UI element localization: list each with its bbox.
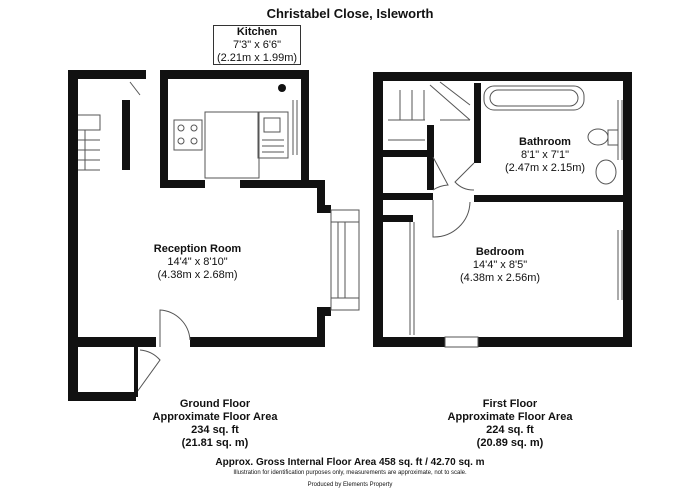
floor-area-sqft: 234 sq. ft: [191, 424, 239, 436]
bedroom-bottom-window: [444, 336, 479, 348]
stair-core-wall: [427, 125, 434, 190]
kitchen-label: Kitchen 7'3" x 6'6" (2.21m x 1.99m): [213, 26, 301, 65]
room-name: Reception Room: [153, 243, 242, 255]
ground-floor-caption: Ground Floor Approximate Floor Area 234 …: [130, 398, 300, 450]
producer-credit: Produced by Elements Property: [307, 482, 393, 488]
first-floor-walls: [373, 72, 632, 347]
porch-bottom-wall: [68, 392, 136, 401]
ground-window-top-wall: [317, 205, 331, 213]
bathroom-bottom-wall: [474, 195, 632, 202]
floor-name: Ground Floor: [179, 398, 251, 410]
bedroom-top-wall-left: [383, 215, 413, 222]
room-dimensions-metric: (2.47m x 2.15m): [504, 162, 586, 174]
room-name: Bedroom: [475, 246, 525, 258]
bathroom-door-icon: [454, 162, 475, 191]
basin-icon: [595, 159, 617, 185]
first-bottom-wall-right: [478, 337, 632, 347]
cupboard-door-icon: [432, 156, 449, 191]
room-dimensions-metric: (2.21m x 1.99m): [216, 52, 298, 64]
first-left-wall: [373, 72, 383, 347]
room-dimensions-imperial: 14'4" x 8'10": [167, 256, 228, 268]
hob-icon: [173, 119, 203, 151]
ground-bottom-wall-left: [68, 337, 156, 347]
reception-door-icon: [159, 309, 191, 347]
room-name: Bathroom: [519, 136, 571, 148]
bathroom-label: Bathroom 8'1" x 7'1" (2.47m x 2.15m): [495, 136, 595, 175]
cupboard-wall: [383, 193, 433, 200]
stair-wall: [122, 100, 130, 170]
ground-floor-walls: [68, 70, 331, 401]
floor-area-sqft: 224 sq. ft: [486, 424, 534, 436]
ground-left-wall: [68, 70, 78, 400]
kitchen-worktop: [204, 111, 260, 179]
ground-door-top: [129, 81, 141, 96]
sink-icon: [257, 111, 289, 159]
ground-bottom-wall: [190, 337, 325, 347]
reception-room-label: Reception Room 14'4" x 8'10" (4.38m x 2.…: [130, 243, 265, 282]
room-dimensions-imperial: 8'1" x 7'1": [520, 149, 570, 161]
room-dimensions-imperial: 7'3" x 6'6": [232, 39, 282, 51]
first-top-wall: [373, 72, 632, 81]
kitchen-left-wall: [160, 70, 168, 188]
kitchen-bottom-wall-right: [240, 180, 309, 188]
floor-name: First Floor: [482, 398, 538, 410]
porch-door-icon: [136, 349, 161, 393]
room-dimensions-metric: (4.38m x 2.56m): [459, 272, 541, 284]
gross-area-text: Approx. Gross Internal Floor Area 458 sq…: [215, 457, 485, 468]
bath-icon: [483, 85, 585, 111]
bedroom-label: Bedroom 14'4" x 8'5" (4.38m x 2.56m): [440, 246, 560, 285]
kitchen-bottom-wall-left: [160, 180, 205, 188]
first-floor-caption: First Floor Approximate Floor Area 224 s…: [425, 398, 595, 450]
kitchen-right-wall: [301, 70, 309, 185]
floor-area-sqm: (21.81 sq. m): [181, 437, 249, 449]
first-right-wall: [623, 72, 632, 347]
floor-area-label: Approximate Floor Area: [152, 411, 278, 423]
ground-lower-right-wall: [317, 307, 325, 347]
bathroom-left-wall: [474, 83, 481, 153]
first-bottom-wall-left: [373, 337, 445, 347]
ground-step-1: [301, 180, 325, 188]
bedroom-door-icon: [432, 200, 471, 238]
stair-landing-wall: [383, 150, 433, 157]
ground-top-wall-left: [68, 70, 146, 79]
ground-top-wall-kitchen: [160, 70, 302, 79]
floor-area-sqm: (20.89 sq. m): [476, 437, 544, 449]
disclaimer-text: Illustration for identification purposes…: [233, 470, 467, 476]
kitchen-label-box: [213, 25, 301, 65]
room-dimensions-metric: (4.38m x 2.68m): [157, 269, 238, 281]
room-name: Kitchen: [236, 26, 278, 38]
page-title: Christabel Close, Isleworth: [266, 6, 434, 21]
room-dimensions-imperial: 14'4" x 8'5": [472, 259, 528, 271]
boiler-icon: [278, 84, 286, 92]
ground-step-2: [317, 180, 325, 212]
floor-area-label: Approximate Floor Area: [447, 411, 573, 423]
